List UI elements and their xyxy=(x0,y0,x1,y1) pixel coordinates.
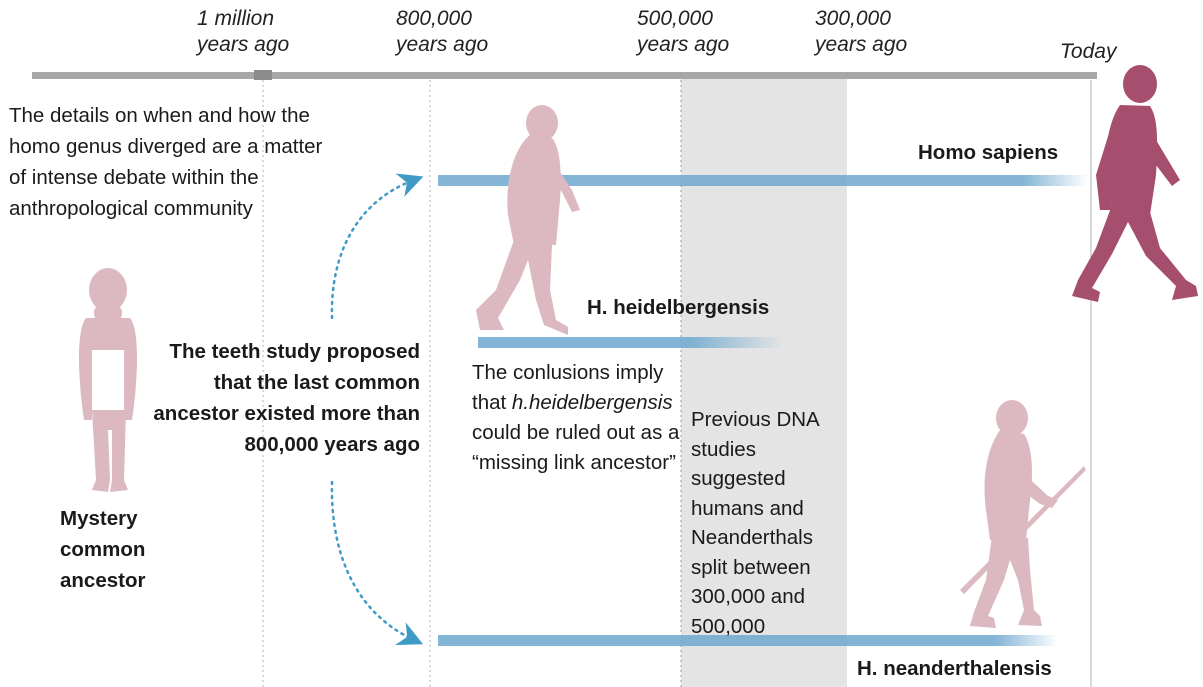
heidelbergensis-label: H. heidelbergensis xyxy=(587,296,769,320)
axis-tick-1m xyxy=(254,70,272,80)
conclusions-after: could be ruled out as a “missing link an… xyxy=(472,421,679,474)
tick-line1: 800,000 xyxy=(396,6,488,32)
conclusions-text: The conlusions imply that h.heidelbergen… xyxy=(472,358,682,478)
mystery-ancestor-label: Mystery common ancestor xyxy=(60,503,200,596)
intro-text: The details on when and how the homo gen… xyxy=(9,100,339,224)
dna-studies-text: Previous DNA studies suggested humans an… xyxy=(691,405,846,641)
tick-line1: 300,000 xyxy=(815,6,907,32)
conclusions-italic: h.heidelbergensis xyxy=(512,391,673,414)
tick-label-300000: 300,000 years ago xyxy=(815,6,907,58)
timeline-axis xyxy=(32,72,1097,79)
arrow-to-neanderthalensis xyxy=(332,482,414,640)
tick-line2: years ago xyxy=(815,32,907,58)
tick-label-today: Today xyxy=(1060,40,1116,64)
tick-line2: years ago xyxy=(396,32,488,58)
heidelbergensis-bar xyxy=(478,337,783,348)
neanderthal-figure xyxy=(960,400,1086,628)
tick-label-1-million: 1 million years ago xyxy=(197,6,289,58)
tick-line2: years ago xyxy=(197,32,289,58)
heidelbergensis-figure xyxy=(476,105,580,335)
teeth-study-text: The teeth study proposed that the last c… xyxy=(150,336,420,460)
tick-label-500000: 500,000 years ago xyxy=(637,6,729,58)
tick-line1: 1 million xyxy=(197,6,289,32)
tick-label-800000: 800,000 years ago xyxy=(396,6,488,58)
homo-sapiens-label: Homo sapiens xyxy=(918,141,1058,165)
tick-line1: 500,000 xyxy=(637,6,729,32)
neanderthalensis-label: H. neanderthalensis xyxy=(857,657,1052,681)
mystery-ancestor-figure xyxy=(79,268,137,492)
tick-line2: years ago xyxy=(637,32,729,58)
arrow-to-sapiens xyxy=(332,180,414,318)
